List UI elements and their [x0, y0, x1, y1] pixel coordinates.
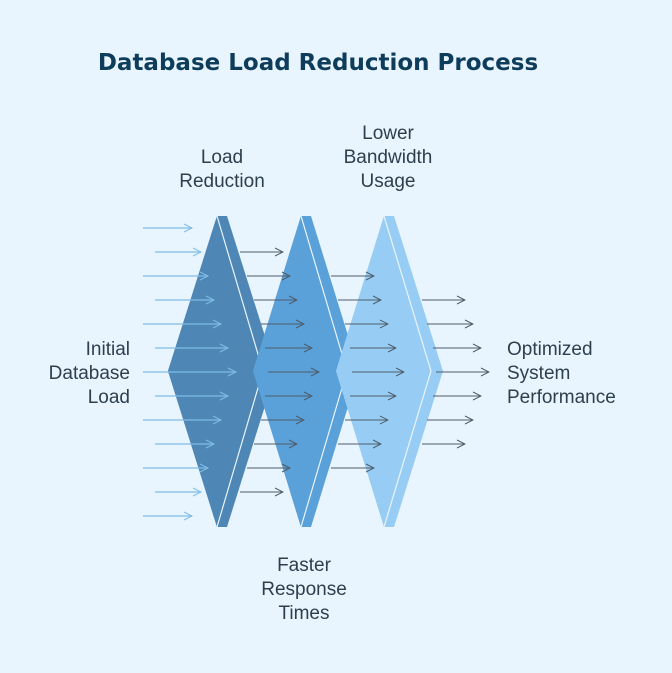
flow-arrows-stage2	[331, 276, 404, 468]
flow-arrows-stage1	[240, 252, 319, 492]
label-lower-bandwidth-usage: Lower Bandwidth Usage	[343, 123, 433, 192]
diagram-title: Database Load Reduction Process	[97, 50, 539, 76]
label-faster-response-times: Faster Response Times	[261, 555, 347, 624]
stage-3-highlight	[383, 215, 432, 528]
label-load-reduction: Load Reduction	[179, 147, 265, 192]
output-arrows	[422, 300, 489, 444]
label-initial-database-load: Initial Database Load	[48, 339, 130, 408]
label-optimized-system-performance: Optimized System Performance	[507, 339, 616, 408]
input-arrows	[143, 228, 236, 516]
